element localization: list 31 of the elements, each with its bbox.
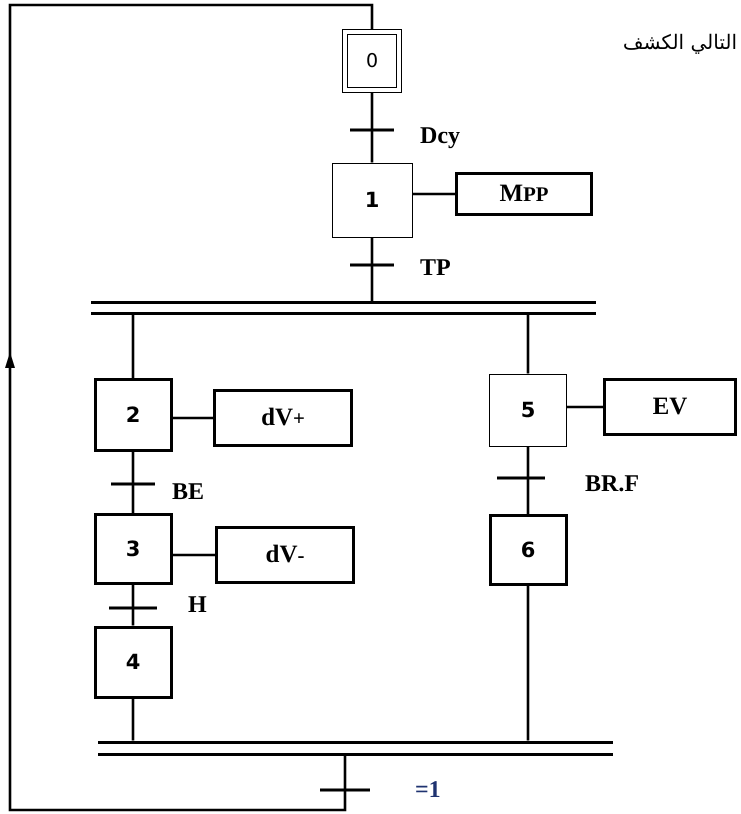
connector-line — [172, 416, 213, 420]
connector-line — [132, 585, 134, 626]
connector-line — [370, 238, 374, 301]
step-box: 6 — [488, 514, 568, 586]
transition-condition: TP — [420, 256, 451, 280]
step-box: 1 — [332, 162, 412, 238]
transition-condition: BE — [172, 480, 204, 504]
connector-line — [370, 93, 374, 162]
transition-condition: =1 — [415, 778, 441, 802]
step-box: 4 — [94, 626, 172, 698]
action-box: EV — [603, 378, 737, 436]
connector-line — [526, 446, 530, 514]
transition-condition: BR.F — [585, 472, 639, 496]
initial-step-box: 0 — [342, 29, 402, 93]
connector-line — [172, 554, 215, 556]
connector-line — [132, 315, 134, 378]
connector-line — [5, 4, 374, 812]
connector-line — [526, 315, 530, 374]
step-box: 5 — [489, 374, 567, 446]
synchronization-bar — [98, 740, 612, 756]
connector-line — [132, 698, 134, 740]
connector-line — [132, 452, 134, 513]
step-box: 3 — [94, 513, 172, 585]
transition-condition: H — [188, 593, 207, 617]
transition-condition: Dcy — [420, 124, 460, 148]
step-box: 2 — [94, 378, 172, 452]
connector-line — [567, 406, 603, 408]
connector-line — [526, 586, 530, 740]
note-text: التالي الكشف — [622, 32, 737, 52]
synchronization-bar — [90, 301, 596, 315]
connector-line — [412, 192, 455, 196]
